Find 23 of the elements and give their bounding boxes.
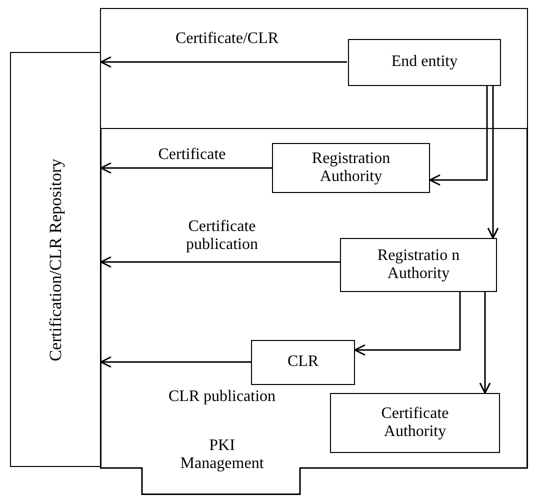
box-label: Registration Authority [310,150,392,186]
arrow [100,356,251,368]
arrow [354,292,461,356]
management-area [100,128,528,495]
box-label: CLR [286,353,320,372]
arrow [100,162,272,174]
arrow [479,292,491,394]
arrow [429,85,488,186]
arrow [100,56,347,68]
box-label: End entity [390,53,459,72]
process-box [330,393,500,453]
box-label: Registratio n Authority [376,246,461,284]
process-box [340,238,497,292]
repository-box [10,52,101,467]
process-box [251,340,355,385]
process-box [272,143,430,193]
arrow [487,85,499,239]
process-box [348,39,501,86]
box-label: Certificate Authority [380,404,450,442]
arrow [100,256,340,268]
section-box [100,8,528,129]
repository-label: Certification/CLR Repository [46,158,66,361]
area-label: PKI Management [179,437,265,474]
